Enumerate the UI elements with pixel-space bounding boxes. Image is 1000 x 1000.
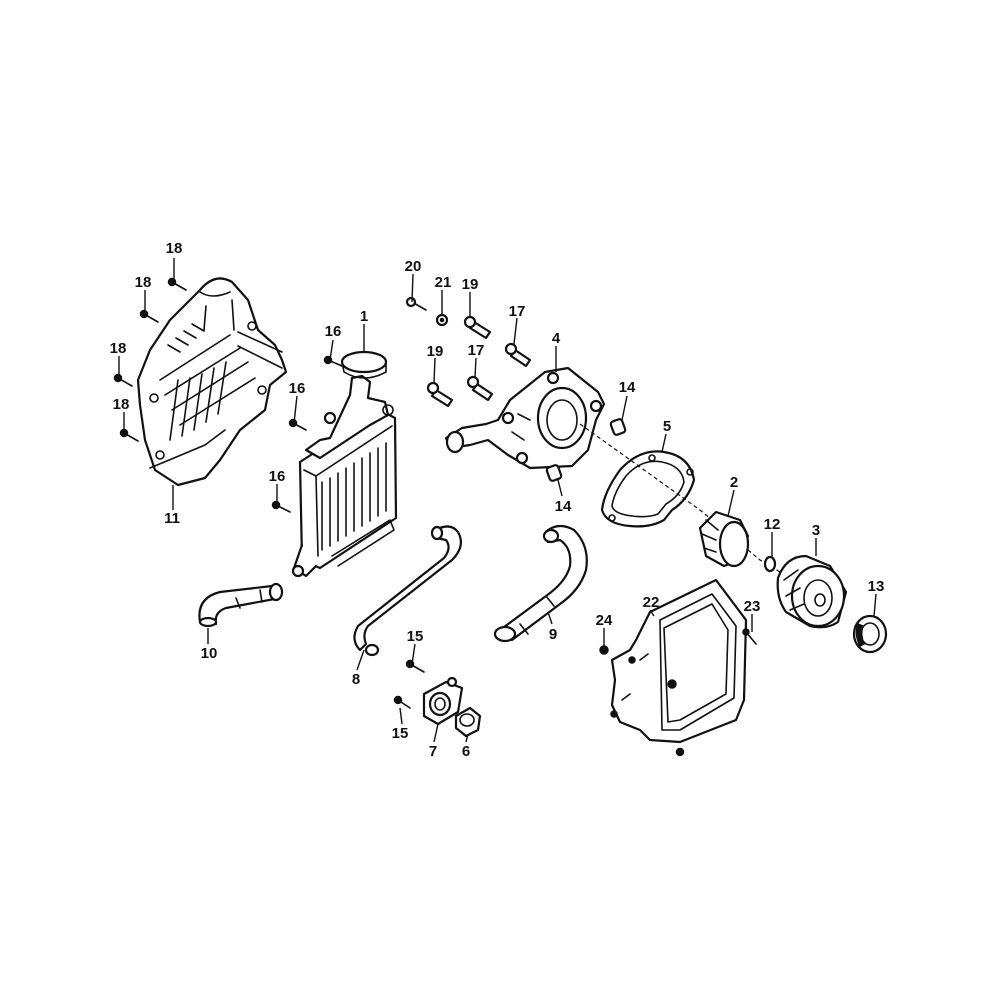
callout-6: 6: [462, 743, 470, 760]
callout-1: 1: [360, 308, 368, 325]
part-18-bolt: [167, 277, 187, 291]
callout-23: 23: [744, 598, 761, 615]
callout-24: 24: [596, 612, 613, 629]
callout-17: 17: [468, 342, 485, 359]
part-15-bolt: [393, 695, 411, 709]
callout-3: 3: [812, 522, 820, 539]
part-19-bolt: [463, 315, 492, 340]
callout-14: 14: [619, 379, 636, 396]
callout-22: 22: [643, 594, 660, 611]
part-2-impeller: [698, 510, 750, 568]
callout-19: 19: [427, 343, 444, 360]
part-11-radiator-cover: [136, 277, 288, 487]
callout-13: 13: [868, 578, 885, 595]
part-8-bypass-pipe: [353, 525, 463, 657]
part-22-side-plate: [610, 578, 748, 757]
callout-10: 10: [201, 645, 218, 662]
part-16-bolt: [288, 418, 307, 431]
callout-18: 18: [166, 240, 183, 257]
callout-15: 15: [407, 628, 424, 645]
callout-11: 11: [164, 510, 180, 527]
callout-20: 20: [405, 258, 422, 275]
part-17-bolt: [504, 342, 532, 368]
part-16-bolt: [323, 355, 343, 367]
callout-18: 18: [113, 396, 130, 413]
callout-15: 15: [392, 725, 409, 742]
callout-14: 14: [555, 498, 572, 515]
callout-9: 9: [549, 626, 557, 643]
callout-2: 2: [730, 474, 738, 491]
part-14-dowel-pin: [545, 464, 563, 482]
callout-16: 16: [289, 380, 306, 397]
part-13-oil-seal: [852, 614, 888, 654]
part-21-washer: [435, 313, 449, 327]
part-5-gasket: [600, 450, 696, 528]
callout-8: 8: [352, 671, 360, 688]
part-24-bolt: [599, 645, 609, 655]
part-20-bolt: [405, 296, 427, 311]
callout-21: 21: [435, 274, 452, 291]
part-3-pump-body: [776, 554, 848, 629]
part-17-bolt: [466, 375, 494, 402]
callout-16: 16: [269, 468, 286, 485]
leader-lines: [118, 258, 877, 743]
part-4-water-pump-housing: [444, 366, 606, 470]
callout-4: 4: [552, 330, 561, 347]
part-23-bolt: [742, 628, 757, 645]
part-19-bolt: [426, 381, 454, 408]
part-12-o-ring: [763, 555, 777, 573]
callout-17: 17: [509, 303, 526, 320]
part-16-bolt: [271, 500, 291, 513]
part-9-upper-hose: [493, 524, 588, 643]
part-18-bolt: [139, 309, 159, 323]
part-7-thermostat-cover: [422, 676, 464, 726]
part-14-dowel-pin: [609, 418, 627, 436]
part-18-bolt: [119, 428, 139, 442]
callout-16: 16: [325, 323, 342, 340]
part-18-bolt: [113, 373, 133, 387]
part-15-bolt: [405, 659, 425, 673]
callout-12: 12: [764, 516, 781, 533]
part-1-radiator: [291, 350, 398, 578]
part-6-thermostat-plug: [454, 706, 482, 738]
callout-numbers: 18 18 18 18 11 1 16 16 16 20 21 19 17 19…: [110, 240, 885, 760]
callout-19: 19: [462, 276, 479, 293]
callout-7: 7: [429, 743, 437, 760]
callout-18: 18: [110, 340, 127, 357]
callout-18: 18: [135, 274, 152, 291]
part-10-lower-hose: [198, 582, 284, 628]
callout-5: 5: [663, 418, 671, 435]
